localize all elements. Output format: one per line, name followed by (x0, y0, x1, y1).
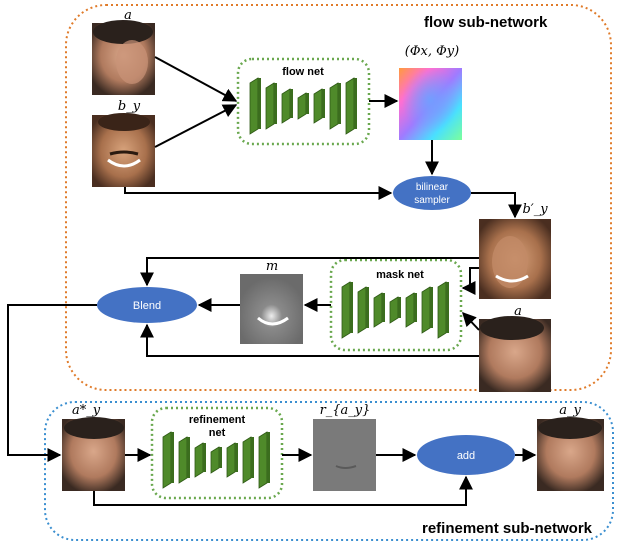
flow-subnetwork-title: flow sub-network (424, 14, 548, 31)
refinement-net-layers (162, 431, 270, 489)
flow-output-label: (Φx, Φy) (405, 44, 459, 59)
arrow-input-to-add (93, 475, 473, 506)
add-node: add (417, 435, 515, 475)
network-layer (249, 77, 259, 135)
label-a-star-y: a*_y (72, 403, 101, 418)
network-layer-side (338, 83, 341, 124)
network-layer-side (306, 93, 309, 114)
network-layer-side (251, 437, 254, 478)
label-residual: r_{a_y} (320, 403, 371, 418)
arrow-warped-to-masknet (461, 267, 479, 295)
network-layer-side (350, 282, 353, 333)
input-image-a-second (479, 316, 551, 392)
input-image-by (92, 113, 155, 187)
output-image-ay (537, 417, 604, 491)
flow-net-box (236, 57, 371, 146)
network-layer (341, 281, 351, 339)
network-layer-side (366, 287, 369, 328)
network-layer-side (414, 293, 417, 322)
mask-net-label: mask net (376, 269, 424, 281)
mask-net-layers (341, 281, 449, 339)
label-by: b_y (118, 99, 141, 114)
residual-image (313, 419, 376, 491)
refinement-input-image (62, 417, 125, 491)
network-layer-side (267, 432, 270, 483)
network-layer (210, 446, 220, 474)
arrow-a2-to-blend (140, 323, 479, 357)
network-layer (437, 281, 447, 339)
arrow-by-to-flownet (154, 104, 238, 148)
network-layer (242, 436, 252, 484)
network-layer-side (258, 78, 261, 129)
label-m: m (266, 259, 278, 274)
flow-net-layers (249, 77, 357, 135)
network-layer (194, 442, 204, 478)
network-layer (297, 92, 307, 120)
network-layer-side (203, 443, 206, 472)
network-layer-side (187, 437, 190, 478)
connectors (7, 56, 537, 506)
network-layer (226, 442, 236, 478)
arrow-by-to-sampler (124, 186, 393, 200)
network-layer-side (171, 432, 174, 483)
input-image-a (92, 20, 155, 95)
refinement-net-label-2: net (209, 427, 226, 439)
refinement-net-label-1: refinement (189, 414, 246, 426)
network-layer (313, 88, 323, 124)
network-layer-side (446, 282, 449, 333)
label-ay: a_y (559, 403, 581, 418)
refinement-subnetwork-title: refinement sub-network (422, 520, 593, 537)
warped-image-by-prime (479, 219, 551, 299)
network-layer (357, 286, 367, 334)
network-layer (178, 436, 188, 484)
arrow-a-to-flownet (154, 56, 238, 102)
flow-field-image (399, 68, 462, 140)
network-layer (421, 286, 431, 334)
bilinear-sampler-node: bilinear sampler (393, 176, 471, 210)
mask-image-m (240, 274, 303, 344)
label-by-prime: b′_y (522, 202, 548, 217)
network-layer-side (274, 83, 277, 124)
arrow-blend-to-refine (7, 304, 97, 462)
network-layer-side (398, 297, 401, 318)
blend-node: Blend (97, 287, 197, 323)
label-a-second: a (514, 304, 522, 319)
network-layer (329, 82, 339, 130)
network-layer (258, 431, 268, 489)
network-layer (405, 292, 415, 328)
network-layer-side (219, 447, 222, 468)
mask-net-box (329, 258, 463, 352)
arrow-a2-to-masknet (462, 311, 480, 331)
svg-text:Blend: Blend (133, 300, 161, 312)
network-layer-side (382, 293, 385, 322)
network-layer (345, 77, 355, 135)
arrow-warped-to-blend (140, 257, 479, 287)
network-layer-side (354, 78, 357, 129)
flow-subnetwork-border (65, 4, 612, 391)
network-layer (265, 82, 275, 130)
network-layer (162, 431, 172, 489)
network-layer-side (235, 443, 238, 472)
svg-text:sampler: sampler (414, 195, 450, 206)
flow-net-label: flow net (282, 66, 324, 78)
network-layer-side (322, 89, 325, 118)
network-layer-side (430, 287, 433, 328)
arrow-sampler-to-warped (471, 192, 522, 219)
svg-text:add: add (457, 450, 475, 462)
label-a: a (124, 8, 132, 23)
svg-text:bilinear: bilinear (416, 182, 449, 193)
refinement-net-box (150, 406, 284, 500)
network-layer-side (290, 89, 293, 118)
network-layer (373, 292, 383, 328)
network-layer (389, 296, 399, 324)
network-layer (281, 88, 291, 124)
